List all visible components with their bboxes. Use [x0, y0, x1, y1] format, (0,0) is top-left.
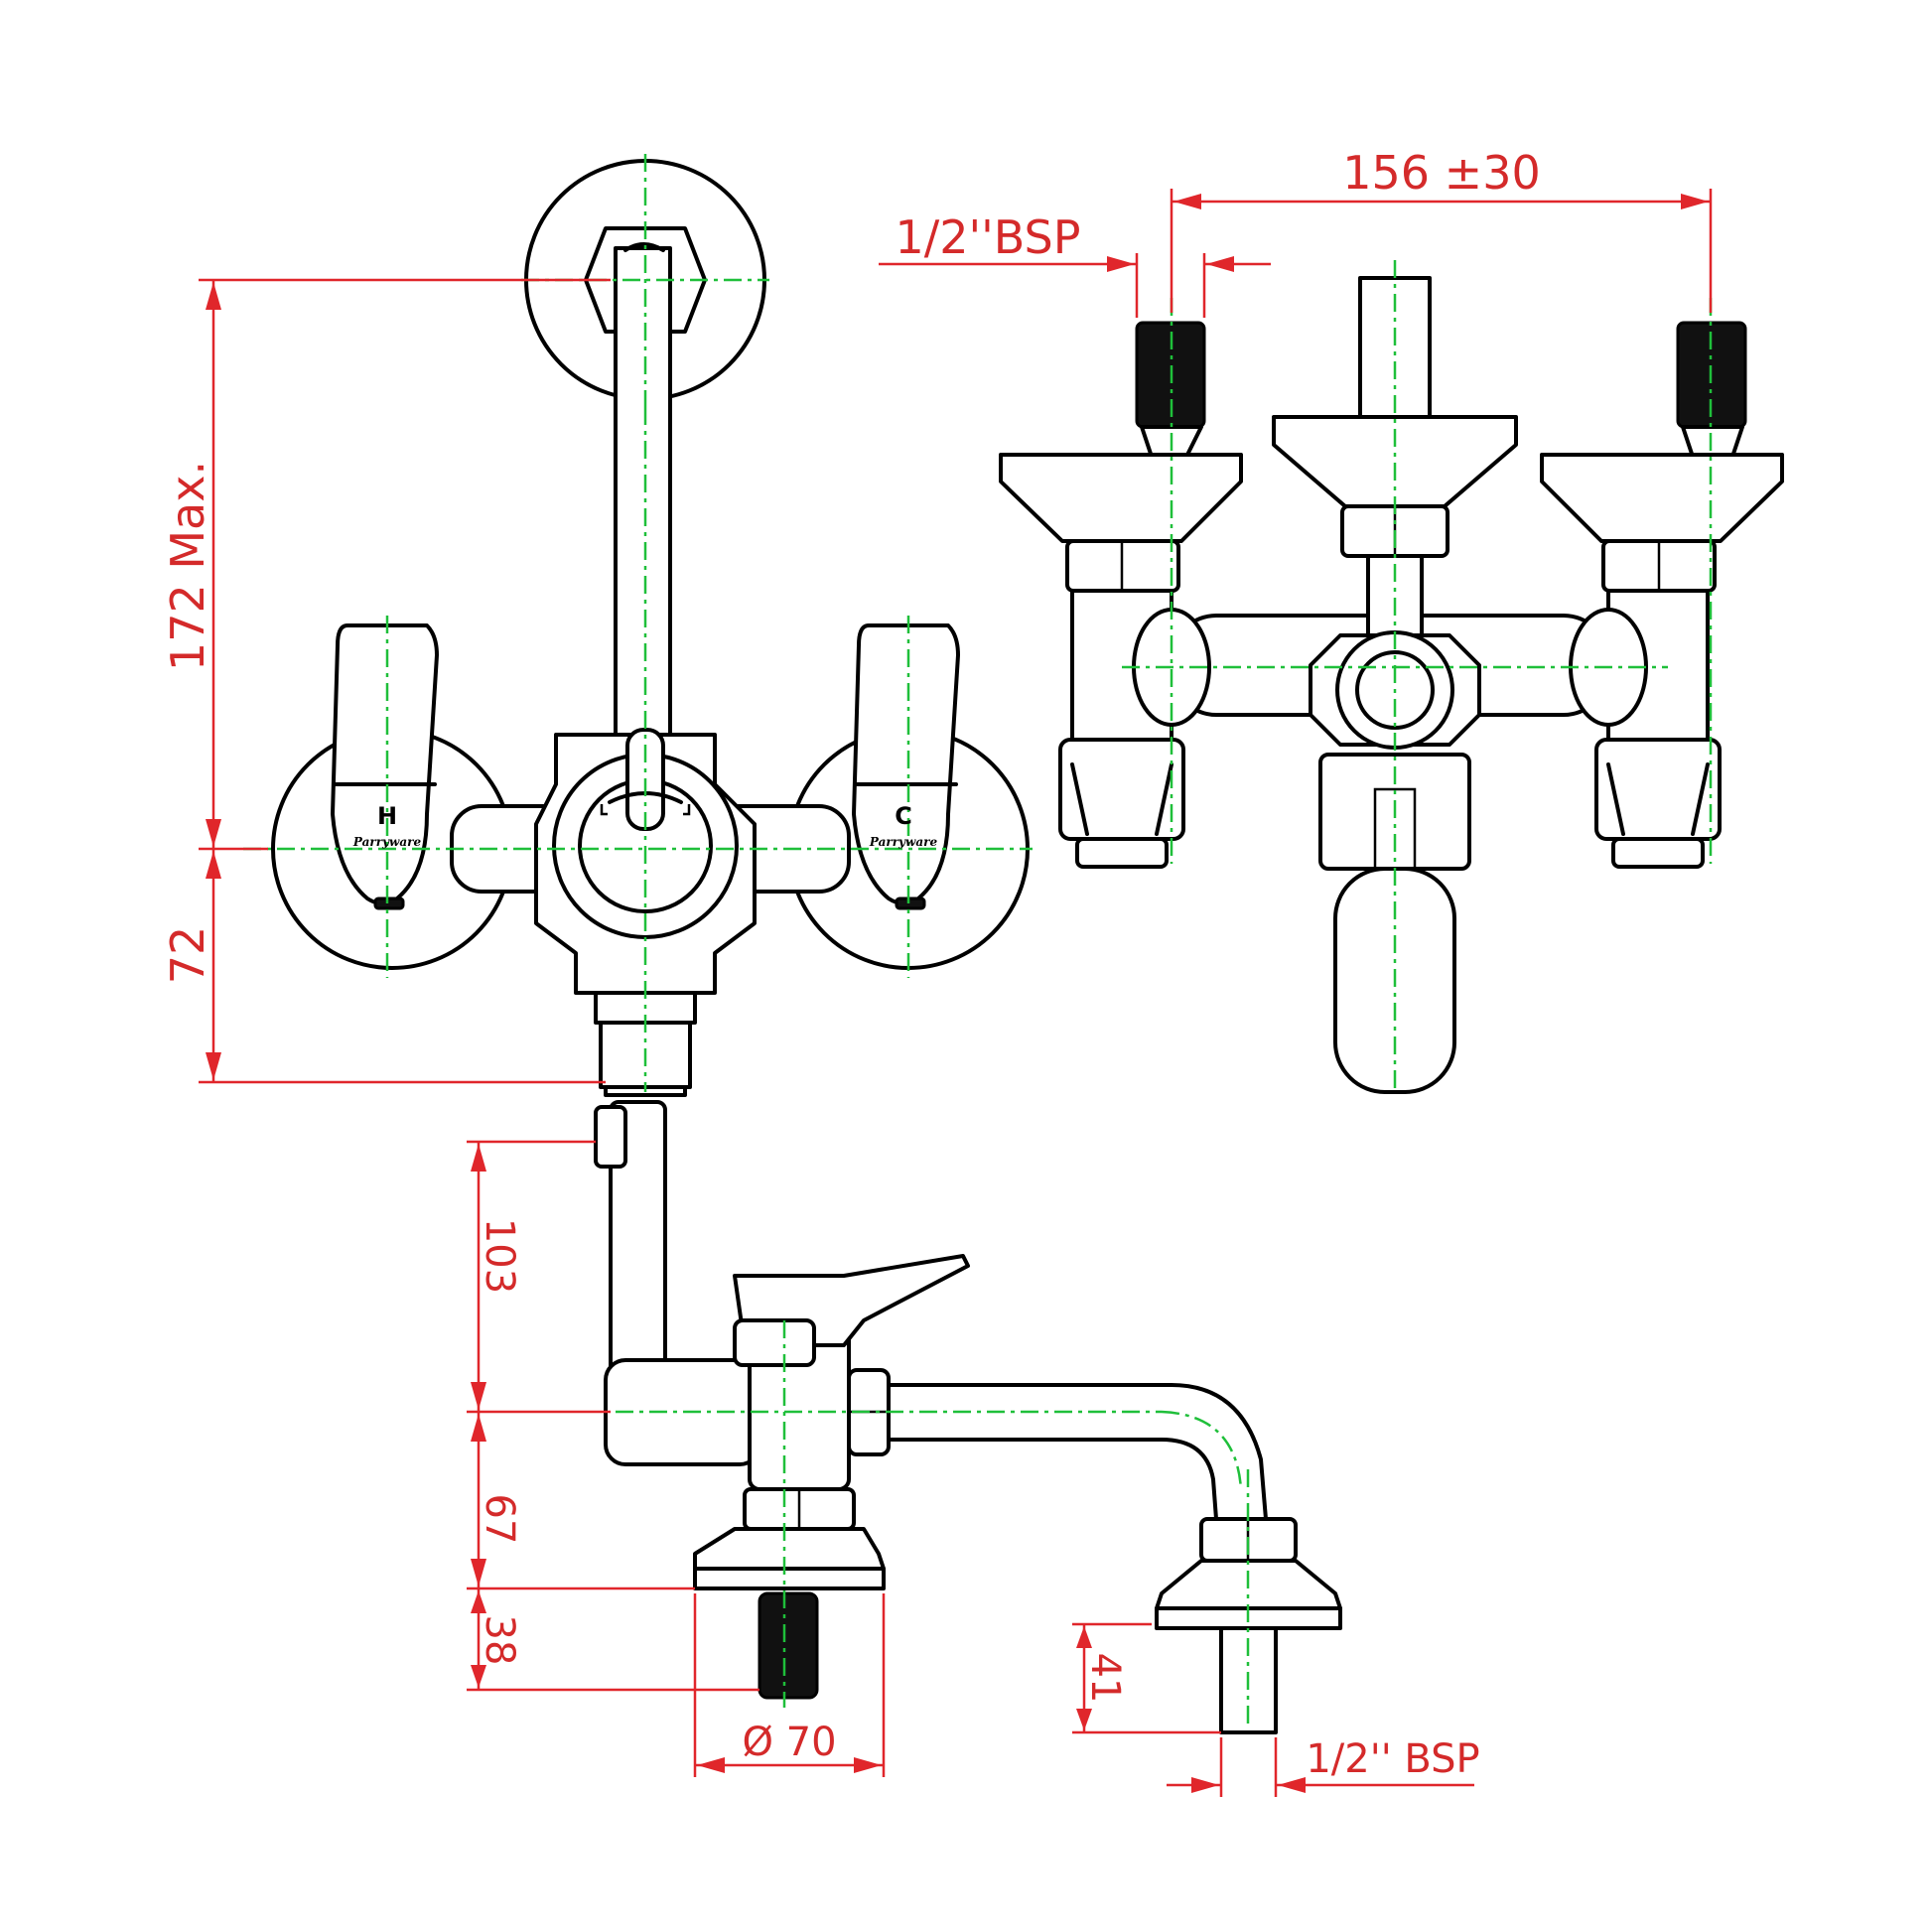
dimension-41: 41 — [1072, 1622, 1221, 1734]
dim-bsp-top-text: 1/2''BSP — [895, 210, 1080, 264]
hot-handle-brand: Parryware — [352, 835, 422, 849]
dimension-bsp-top: 1/2''BSP — [879, 210, 1271, 318]
dimension-38: 38 — [467, 1588, 759, 1692]
dimension-172-max: 172 Max. — [161, 278, 611, 851]
dim-156-text: 156 ±30 — [1342, 146, 1541, 200]
dimension-dia-70: Ø 70 — [693, 1593, 886, 1777]
top-view-centerlines — [1122, 260, 1713, 1092]
top-view — [999, 276, 1784, 1094]
dim-67-text: 67 — [477, 1494, 522, 1545]
cold-handle-brand: Parryware — [869, 835, 938, 849]
dimension-103: 103 — [467, 1140, 611, 1414]
cold-handle-label: C — [895, 802, 912, 830]
dimension-156: 156 ±30 — [1170, 146, 1713, 313]
dim-38-text: 38 — [477, 1615, 522, 1666]
dim-172-max-text: 172 Max. — [161, 461, 214, 671]
dim-103-text: 103 — [477, 1218, 522, 1294]
side-view-centerlines — [616, 1320, 1250, 1727]
dimension-72: 72 — [161, 849, 606, 1084]
dimension-bsp-bottom: 1/2'' BSP — [1167, 1736, 1480, 1797]
hot-handle-label: H — [377, 802, 397, 830]
dimension-67: 67 — [467, 1412, 695, 1590]
dim-bsp-bottom-text: 1/2'' BSP — [1306, 1736, 1479, 1782]
dim-41-text: 41 — [1082, 1653, 1128, 1704]
dim-dia-70-text: Ø 70 — [742, 1720, 836, 1765]
dim-72-text: 72 — [161, 926, 214, 985]
side-view — [594, 1100, 1342, 1734]
